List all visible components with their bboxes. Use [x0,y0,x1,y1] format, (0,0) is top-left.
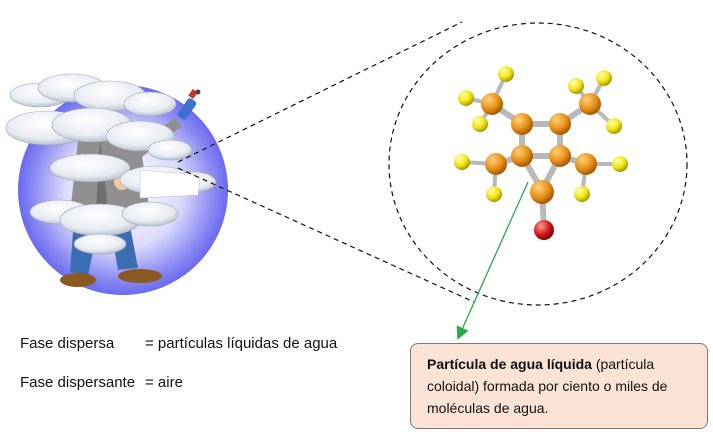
magnifier-circle [388,22,688,306]
legend-dispersed-phase: Fase dispersa = partículas líquidas de a… [20,335,360,355]
zoom-line-top [177,21,463,163]
pointer-arrow [456,181,529,340]
molecule [454,66,628,240]
callout-text: (partícula coloidal) formada por ciento … [427,356,668,416]
dispersed-phase-term: Fase dispersa [20,335,115,352]
spray-can-icon [177,89,201,120]
legend-dispersing-phase: Fase dispersante = aire [20,374,360,394]
callout-bold-text: Partícula de agua líquida [427,356,592,372]
dispersed-phase-definition: = partículas líquidas de agua [145,335,338,352]
zoom-line-bottom [177,167,475,303]
dispersing-phase-definition: = aire [145,374,183,391]
callout-box: Partícula de agua líquida (partícula col… [410,343,708,429]
spray-mist [139,169,201,199]
dispersing-phase-term: Fase dispersante [20,374,136,391]
